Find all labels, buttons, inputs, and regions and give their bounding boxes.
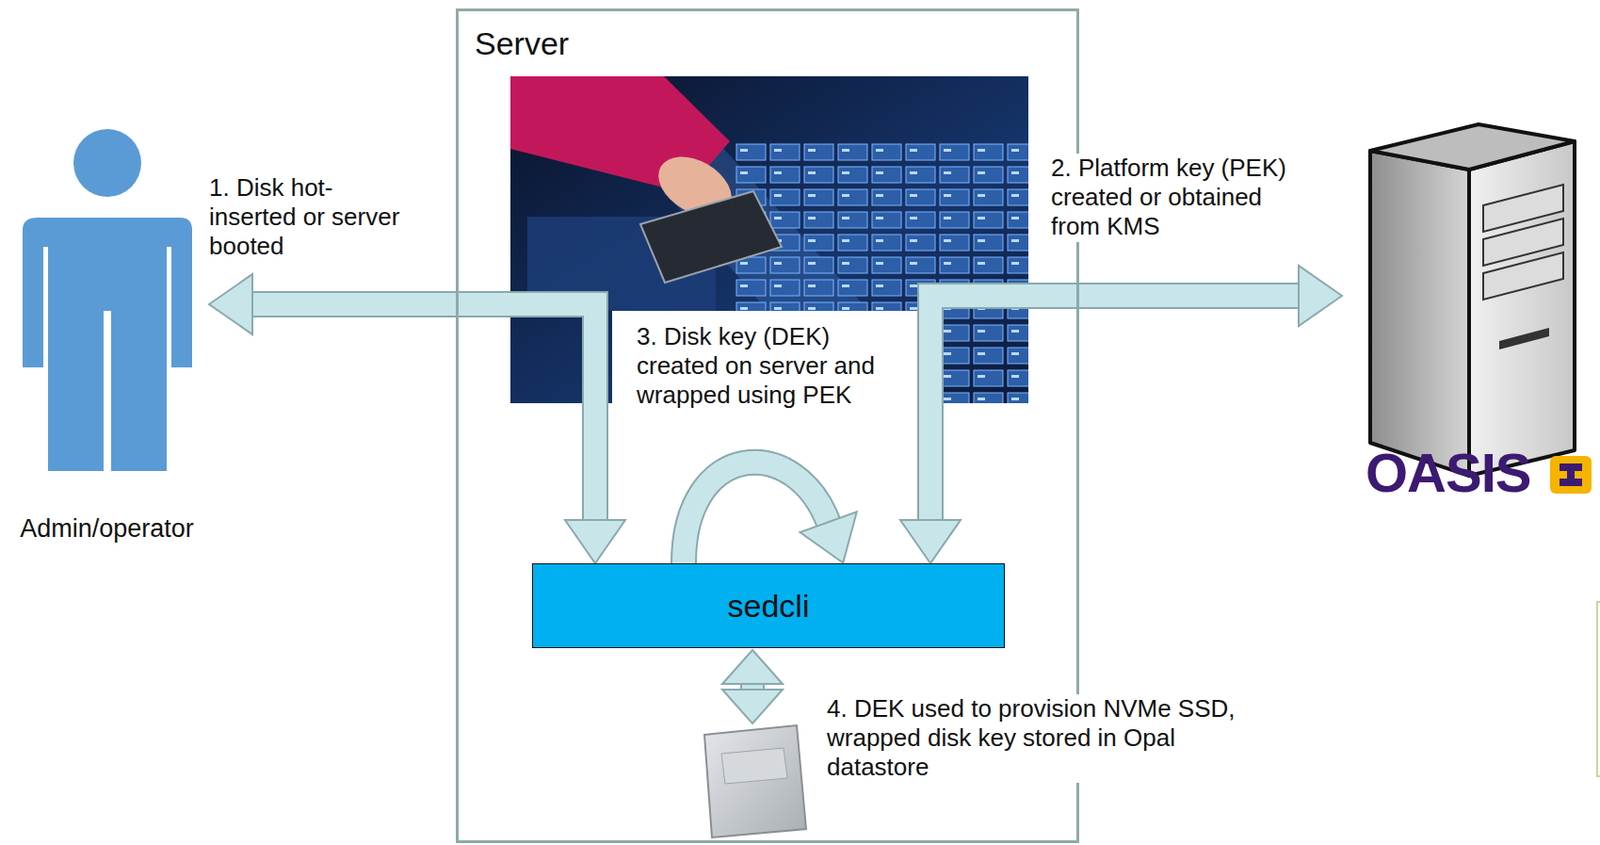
node-text: sedcli [727, 586, 810, 626]
step-label: 3. Disk key (DEK) created on server and … [636, 322, 887, 411]
node-text: Admin/operator [19, 513, 194, 544]
arrow-shaft [930, 295, 1303, 524]
computer-side [1370, 150, 1470, 476]
arrow-head [565, 519, 626, 564]
kms-server: OASIS [1341, 117, 1597, 504]
arrow-shaft-outline [248, 304, 596, 524]
process-box: sedcli [532, 563, 1005, 648]
arrow-shaft [248, 304, 596, 524]
step-label: 1. Disk hot-inserted or server booted [209, 173, 412, 262]
step-label: 2. Platform key (PEK) created or obtaine… [1050, 153, 1301, 243]
arrow-shaft-outline [930, 295, 1303, 524]
drive-bay [1483, 252, 1564, 300]
edge-panel [1597, 601, 1600, 776]
computer-top [1370, 124, 1575, 170]
arrow-head [800, 511, 857, 563]
block-arrow [209, 274, 626, 564]
photo-drive-tray [640, 191, 782, 283]
drive-slot [1499, 327, 1550, 350]
node-text: OASIS [1365, 445, 1532, 501]
node-text: Server [474, 24, 569, 64]
arrow-head [1298, 265, 1342, 326]
block-arrow [683, 462, 857, 564]
arrow-shaft-outline [683, 462, 830, 564]
person-body [22, 217, 193, 471]
block-arrow [900, 265, 1342, 564]
step-label: 4. DEK used to provision NVMe SSD, wrapp… [826, 694, 1256, 783]
ssd-arrow-head [722, 689, 783, 724]
arrow-head [209, 274, 253, 335]
ssd-label [721, 747, 788, 784]
actor-figure: Admin/operator [4, 120, 210, 550]
logo-symbol-mark [1559, 463, 1583, 486]
arrow-head [900, 519, 961, 564]
arrow-shaft [683, 462, 830, 564]
computer-front [1469, 141, 1575, 476]
logo-symbol [1550, 455, 1592, 494]
person-head [73, 129, 142, 197]
ssd-drive [704, 725, 807, 838]
ssd-arrow-head [722, 649, 783, 684]
